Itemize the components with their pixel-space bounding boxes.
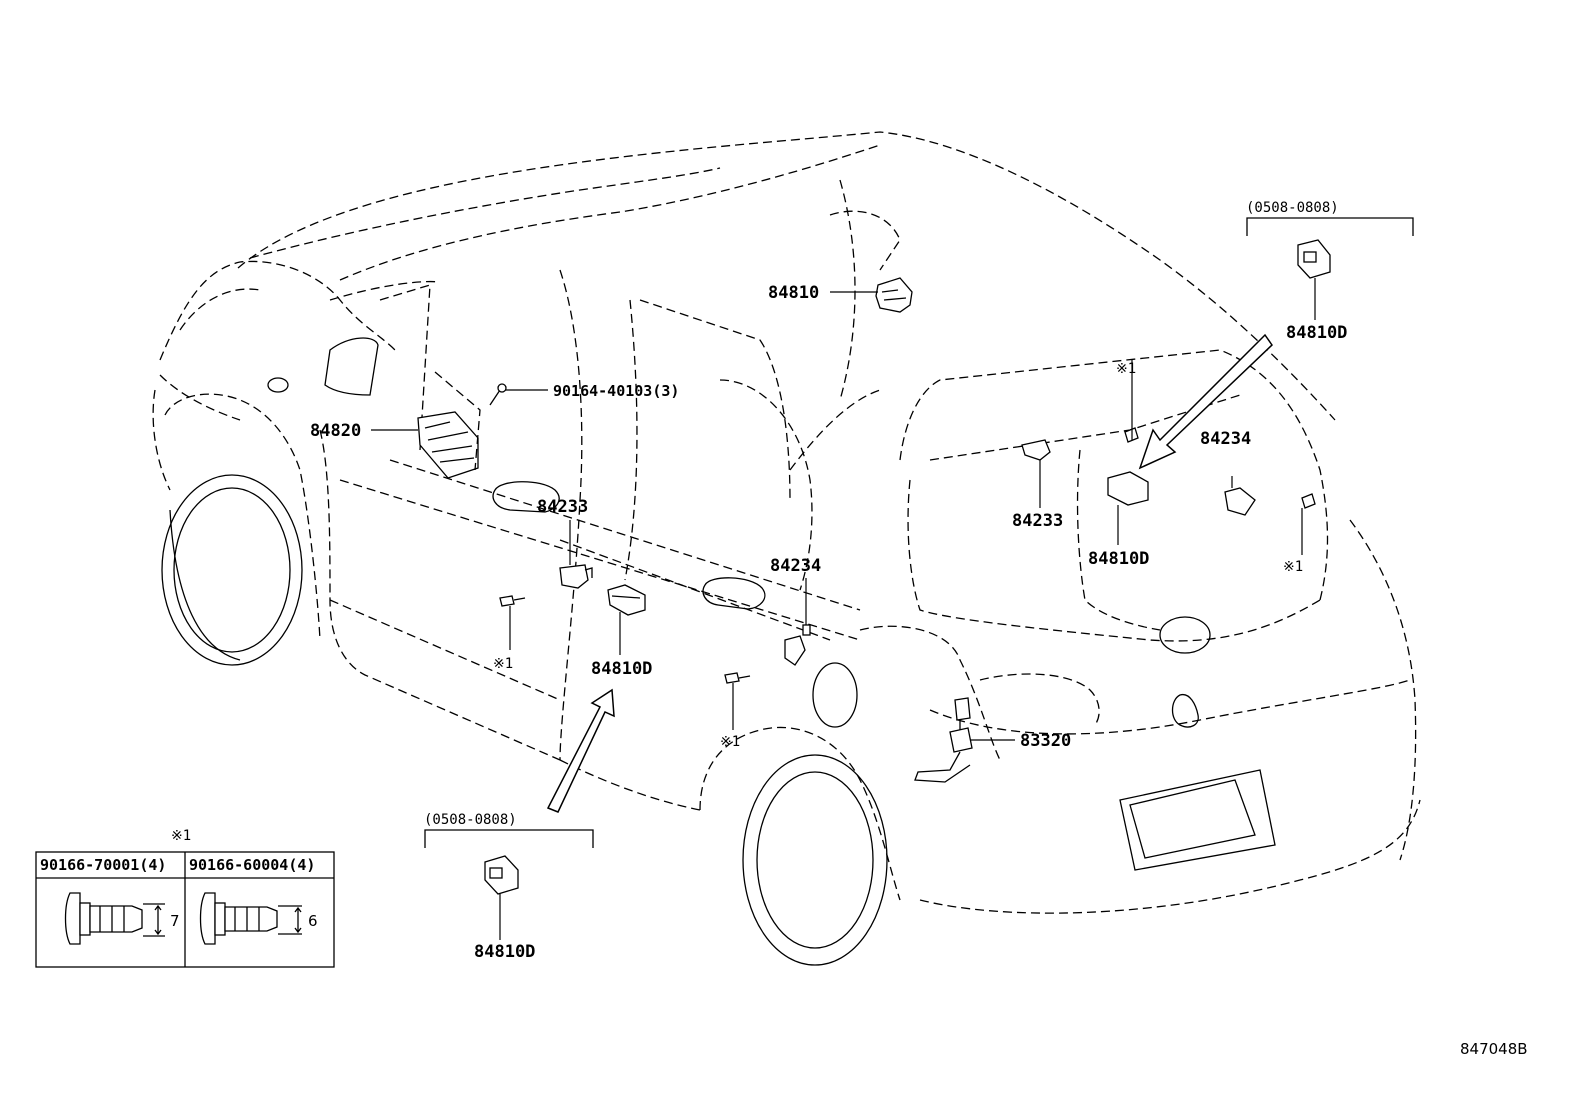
date-range-bottom: (0508-0808) — [424, 812, 517, 828]
diagram-code: 847048B — [1460, 1040, 1528, 1058]
label-84810d-rear: 84810D — [1088, 549, 1149, 569]
screw-table-heading: ※1 — [171, 828, 191, 844]
car-body-outline — [152, 131, 1421, 966]
label-84810-top: 84810 — [768, 283, 819, 303]
screw-table-part-2: 90166-60004(4) — [189, 856, 315, 874]
label-84233-rear: 84233 — [1012, 511, 1063, 531]
label-84820: 84820 — [310, 421, 361, 441]
leader-lines — [371, 278, 1316, 940]
screw-rear-door — [724, 672, 751, 684]
screw-90164 — [489, 383, 507, 406]
switch-84810d-top-right — [1297, 239, 1331, 279]
arrow-to-84810d-rear — [1138, 333, 1273, 470]
label-screw-90164: 90164-40103(3) — [553, 382, 679, 400]
switch-84810d-bottom — [484, 855, 519, 895]
master-switch-84820 — [417, 371, 481, 479]
date-range-bracket-bottom — [424, 829, 594, 848]
screw-illustration-1: 7 — [64, 892, 180, 945]
date-range-bracket-top-right — [1246, 217, 1414, 236]
ref-mark-front-door: ※1 — [493, 656, 513, 672]
ref-mark-rear-door: ※1 — [720, 734, 740, 750]
sensor-83320 — [914, 697, 973, 783]
switch-84234-rear — [1224, 487, 1256, 516]
switch-84810-top — [875, 277, 913, 313]
label-83320: 83320 — [1020, 731, 1071, 751]
ref-mark-hatch-top: ※1 — [1116, 361, 1136, 377]
screw-table-part-1: 90166-70001(4) — [40, 856, 166, 874]
date-range-top-right: (0508-0808) — [1246, 200, 1339, 216]
label-84810d-bottom: 84810D — [474, 942, 535, 962]
label-84810d-top-right: 84810D — [1286, 323, 1347, 343]
screw-table: ※1 90166-70001(4) 90166-60004(4) 7 6 — [35, 828, 335, 968]
switch-84233-front — [559, 564, 593, 589]
screw-dimension-1: 7 — [170, 912, 180, 930]
switch-84233-rear — [1021, 439, 1051, 461]
label-84810d-rear-door: 84810D — [591, 659, 652, 679]
screw-front-door — [499, 595, 526, 607]
switch-84234-front — [784, 624, 811, 666]
label-84234-front: 84234 — [770, 556, 821, 576]
screw-dimension-2: 6 — [308, 912, 318, 930]
ref-mark-hatch-right: ※1 — [1283, 559, 1303, 575]
switch-84810d-rear — [1107, 471, 1149, 506]
screw-rear-right — [1301, 493, 1316, 509]
label-84234-rear: 84234 — [1200, 429, 1251, 449]
switch-84810d-front-door — [607, 584, 646, 616]
label-84233-front: 84233 — [537, 497, 588, 517]
screw-illustration-2: 6 — [199, 892, 318, 945]
arrow-to-84810d-front — [546, 688, 615, 813]
